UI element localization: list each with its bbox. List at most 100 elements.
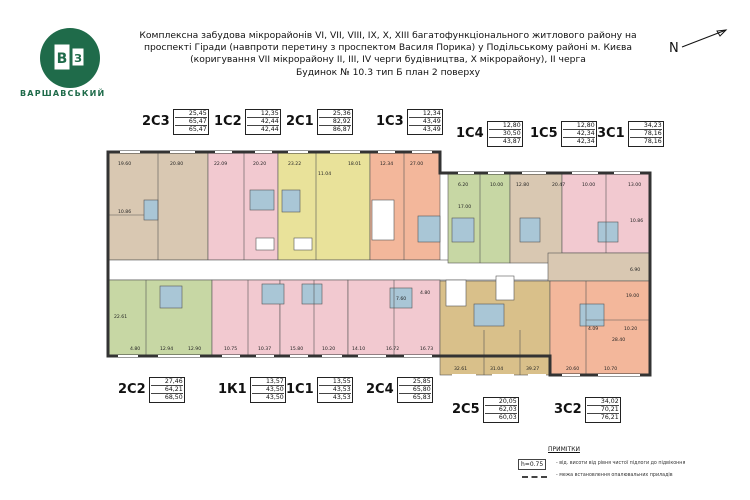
room-area: 10.00 [490, 182, 503, 188]
room-area: 20.80 [170, 161, 183, 167]
area-reduced: 78,16 [643, 138, 662, 146]
room-area: 16.72 [386, 346, 399, 352]
room-area: 39.27 [526, 366, 539, 372]
area-total: 78,16 [629, 130, 662, 139]
apartment-code: 3С1 [597, 126, 625, 142]
area-total: 62,03 [484, 406, 517, 415]
area-living: 27,46 [150, 378, 183, 387]
area-total: 65,47 [174, 118, 207, 127]
apartment-1c5: 1С5 12,80 42,34 42,34 [530, 121, 597, 147]
apartment-code: 1С5 [530, 126, 558, 142]
area-total: 70,21 [586, 406, 619, 415]
header-line: (коригування VII мікрорайону II, III, IV… [190, 54, 586, 66]
area-reduced: 43,50 [266, 394, 284, 402]
north-label: N [669, 41, 679, 56]
room-area: 19.60 [118, 161, 131, 167]
header-line: Будинок № 10.3 тип Б план 2 поверху [295, 66, 481, 78]
room-area: 27.00 [410, 161, 423, 167]
brand-logo: В З [40, 28, 100, 88]
apartment-code: 2С2 [118, 382, 146, 398]
apartment-1c3: 1С3 12,34 43,49 43,49 [376, 109, 443, 135]
apartment-code: 2С1 [286, 114, 314, 130]
apartment-areas: 12,80 30,50 43,87 [486, 121, 523, 147]
header-line: проспекті Гіради (навпроти перетину з пр… [143, 42, 633, 54]
room-area: 6.20 [458, 182, 468, 188]
apartment-1c1: 1С1 13,55 43,53 43,53 [286, 377, 353, 403]
room-area: 12.94 [160, 346, 173, 352]
legend-title: ПРИМІТКИ [548, 446, 580, 453]
area-living: 12,80 [488, 122, 521, 131]
room-area: 12.80 [516, 182, 529, 188]
area-reduced: 42,44 [260, 126, 279, 134]
room-area: 4.80 [130, 346, 140, 352]
brand-name: ВАРШАВСЬКИЙ [20, 89, 106, 98]
apartment-areas: 34,02 70,21 76,21 [584, 397, 621, 423]
apartment-areas: 25,36 82,92 86,87 [316, 109, 353, 135]
north-arrow-icon: N [669, 29, 728, 56]
room-area: 23.22 [288, 161, 301, 167]
area-total: 42,34 [562, 130, 595, 139]
room-area: 20.20 [253, 161, 266, 167]
area-total: 65,80 [398, 386, 431, 395]
area-reduced: 76,21 [600, 414, 619, 422]
apartment-code: 2С5 [452, 402, 480, 418]
room-area: 20.60 [566, 366, 579, 372]
legend-level-mark: h=0.75 [518, 459, 547, 470]
legend-line-sample [522, 476, 547, 478]
area-total: 42,44 [246, 118, 279, 127]
document-header: Комплексна забудова мікрорайонів VI, VII… [128, 30, 648, 79]
apartment-code: 1С3 [376, 114, 404, 130]
apartment-code: 1С2 [214, 114, 242, 130]
area-living: 20,05 [484, 398, 517, 407]
apartment-2c4: 2С4 25,85 65,80 65,83 [366, 377, 433, 403]
apartment-code: 1С4 [456, 126, 484, 142]
room-area: 10.70 [604, 366, 617, 372]
apartment-areas: 25,85 65,80 65,83 [396, 377, 433, 403]
area-reduced: 43,87 [502, 138, 521, 146]
apartment-2c1: 2С1 25,36 82,92 86,87 [286, 109, 353, 135]
apartment-3c2: 3С2 34,02 70,21 76,21 [554, 397, 621, 423]
apartment-areas: 20,05 62,03 60,03 [482, 397, 519, 423]
room-area: 31.04 [490, 366, 503, 372]
room-area: 22.09 [214, 161, 227, 167]
apartment-code: 1С1 [286, 382, 314, 398]
apartment-areas: 12,35 42,44 42,44 [244, 109, 281, 135]
room-area: 12.34 [380, 161, 393, 167]
area-living: 34,23 [629, 122, 662, 131]
area-total: 64,21 [150, 386, 183, 395]
room-area: 20.47 [552, 182, 565, 188]
apartment-1k1: 1К1 13,57 43,50 43,50 [218, 377, 286, 403]
area-living: 12,34 [408, 110, 441, 119]
area-total: 43,50 [251, 386, 284, 395]
area-total: 43,53 [318, 386, 351, 395]
room-area: 28.40 [612, 337, 625, 343]
room-area: 14.10 [352, 346, 365, 352]
room-area: 22.61 [114, 314, 127, 320]
legend-line-text: - межа встановлення опалювальних приладі… [556, 473, 673, 478]
area-living: 13,57 [251, 378, 284, 387]
room-area: 6.90 [630, 267, 640, 273]
area-reduced: 42,34 [576, 138, 595, 146]
apartment-areas: 27,46 64,21 68,50 [148, 377, 185, 403]
apartment-areas: 12,34 43,49 43,49 [406, 109, 443, 135]
area-living: 25,36 [318, 110, 351, 119]
room-area: 15.80 [290, 346, 303, 352]
apartment-areas: 34,23 78,16 78,16 [627, 121, 664, 147]
apartment-areas: 12,80 42,34 42,34 [560, 121, 597, 147]
area-reduced: 65,47 [188, 126, 207, 134]
area-living: 25,85 [398, 378, 431, 387]
apartment-2c2: 2С2 27,46 64,21 68,50 [118, 377, 185, 403]
area-living: 12,35 [246, 110, 279, 119]
room-area: 16.73 [420, 346, 433, 352]
area-total: 82,92 [318, 118, 351, 127]
room-area: 13.00 [628, 182, 641, 188]
apartment-2c5: 2С5 20,05 62,03 60,03 [452, 397, 519, 423]
room-area: 4.80 [420, 290, 430, 296]
room-area: 10.75 [224, 346, 237, 352]
area-total: 30,50 [488, 130, 521, 139]
room-area: 4.09 [588, 326, 598, 332]
room-area: 7.60 [396, 296, 406, 302]
area-total: 43,49 [408, 118, 441, 127]
apartment-code: 2С3 [142, 114, 170, 130]
